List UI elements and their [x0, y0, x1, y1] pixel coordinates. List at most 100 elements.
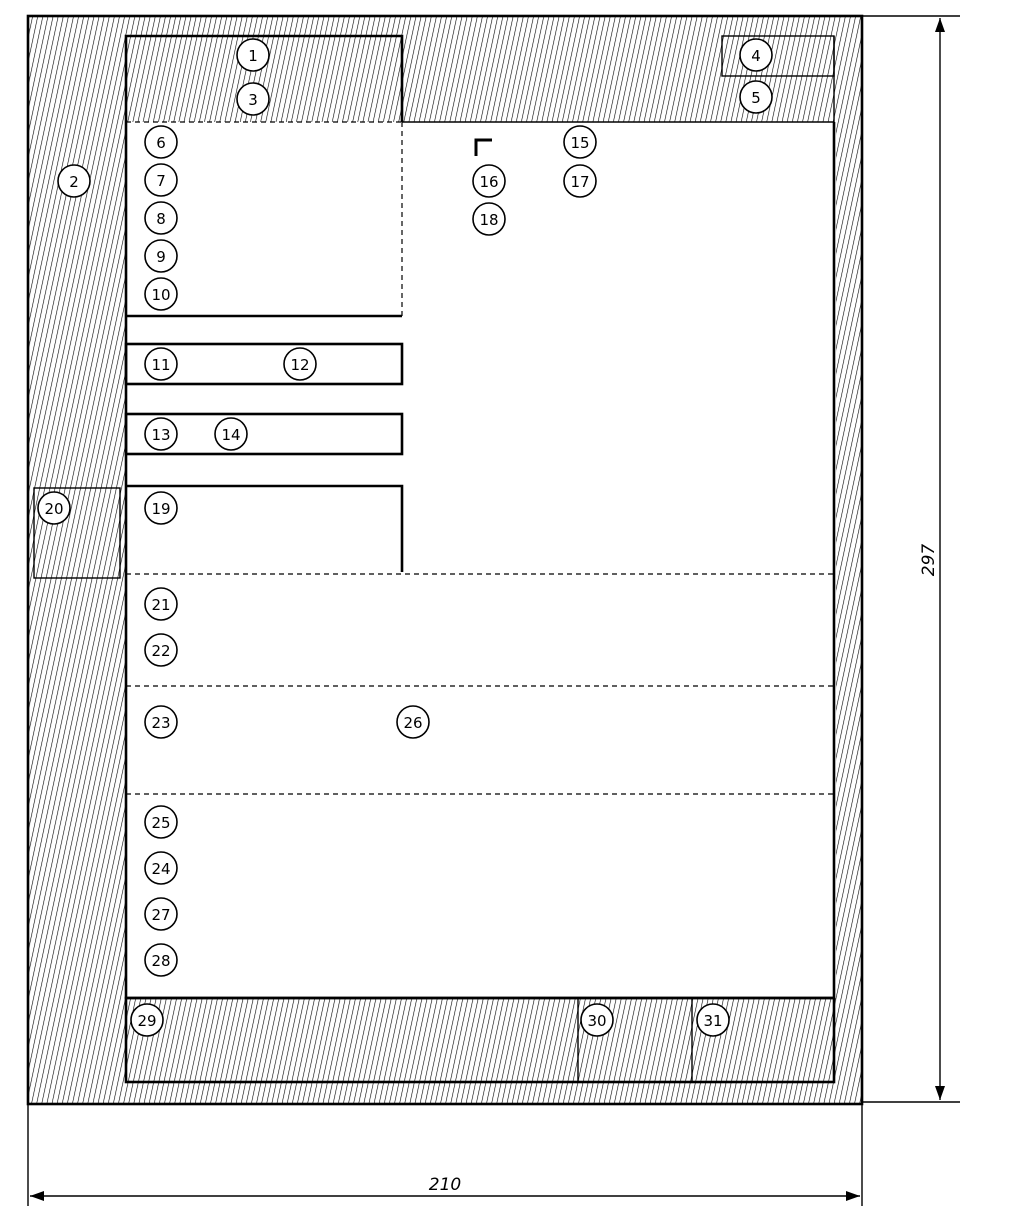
- marker-label: 19: [151, 500, 170, 518]
- marker-label: 11: [151, 356, 170, 374]
- marker-circle: [144, 347, 178, 381]
- marker-30: 30: [580, 1003, 614, 1037]
- marker-label: 17: [570, 173, 589, 191]
- marker-7: 7: [144, 163, 178, 197]
- footer-outline: [124, 996, 836, 1084]
- marker-circle: [130, 1003, 164, 1037]
- marker-circle: [144, 277, 178, 311]
- marker-18: 18: [472, 202, 506, 236]
- marker-circle: [563, 164, 597, 198]
- marker-circle: [144, 943, 178, 977]
- field-13-14: [124, 412, 404, 456]
- marker-25: 25: [144, 805, 178, 839]
- marker-5: 5: [739, 80, 773, 114]
- marker-circle: [739, 80, 773, 114]
- marker-circle: [144, 633, 178, 667]
- marker-circle: [144, 851, 178, 885]
- marker-label: 7: [156, 172, 166, 190]
- marker-circle: [144, 417, 178, 451]
- marker-circle: [739, 38, 773, 72]
- marker-2: 2: [57, 164, 91, 198]
- marker-14: 14: [214, 417, 248, 451]
- marker-circle: [144, 163, 178, 197]
- marker-circle: [37, 491, 71, 525]
- sheet-outline: [26, 14, 864, 1106]
- marker-label: 29: [137, 1012, 156, 1030]
- marker-label: 22: [151, 642, 170, 660]
- marker-31: 31: [696, 1003, 730, 1037]
- marker-circle: [236, 38, 270, 72]
- marker-8: 8: [144, 201, 178, 235]
- marker-circle: [144, 587, 178, 621]
- marker-10: 10: [144, 277, 178, 311]
- width-label: 210: [429, 1175, 461, 1195]
- marker-label: 16: [479, 173, 498, 191]
- field-20: [33, 487, 121, 579]
- field-11-12: [124, 342, 404, 386]
- corner-mark: [474, 138, 492, 156]
- marker-label: 13: [151, 426, 170, 444]
- marker-label: 10: [151, 286, 170, 304]
- marker-label: 21: [151, 596, 170, 614]
- zone-1-3-outline: [124, 34, 404, 122]
- marker-label: 20: [44, 500, 63, 518]
- marker-circle: [563, 125, 597, 159]
- marker-label: 12: [290, 356, 309, 374]
- marker-circle: [144, 805, 178, 839]
- marker-circle: [57, 164, 91, 198]
- marker-label: 30: [587, 1012, 606, 1030]
- marker-circle: [144, 897, 178, 931]
- marker-circle: [144, 125, 178, 159]
- marker-20: 20: [37, 491, 71, 525]
- marker-4: 4: [739, 38, 773, 72]
- height-dimension: 297: [862, 15, 960, 1103]
- marker-label: 5: [751, 89, 761, 107]
- marker-label: 14: [221, 426, 240, 444]
- marker-16: 16: [472, 164, 506, 198]
- marker-label: 28: [151, 952, 170, 970]
- marker-label: 23: [151, 714, 170, 732]
- marker-12: 12: [283, 347, 317, 381]
- marker-label: 8: [156, 210, 166, 228]
- marker-circle: [580, 1003, 614, 1037]
- marker-label: 3: [248, 91, 258, 109]
- marker-28: 28: [144, 943, 178, 977]
- field-19: [126, 484, 404, 572]
- marker-label: 1: [248, 47, 258, 65]
- marker-circle: [144, 201, 178, 235]
- marker-26: 26: [396, 705, 430, 739]
- marker-label: 31: [703, 1012, 722, 1030]
- marker-circle: [144, 491, 178, 525]
- marker-21: 21: [144, 587, 178, 621]
- marker-29: 29: [130, 1003, 164, 1037]
- marker-13: 13: [144, 417, 178, 451]
- marker-6: 6: [144, 125, 178, 159]
- marker-24: 24: [144, 851, 178, 885]
- marker-17: 17: [563, 164, 597, 198]
- marker-label: 24: [151, 860, 170, 878]
- marker-15: 15: [563, 125, 597, 159]
- marker-circle: [696, 1003, 730, 1037]
- marker-label: 26: [403, 714, 422, 732]
- marker-label: 9: [156, 248, 166, 266]
- marker-circle: [472, 202, 506, 236]
- marker-22: 22: [144, 633, 178, 667]
- marker-circle: [144, 239, 178, 273]
- marker-label: 27: [151, 906, 170, 924]
- marker-label: 2: [69, 173, 79, 191]
- marker-3: 3: [236, 82, 270, 116]
- marker-label: 25: [151, 814, 170, 832]
- marker-circle: [214, 417, 248, 451]
- marker-label: 6: [156, 134, 166, 152]
- width-dimension: 210: [27, 1104, 863, 1206]
- marker-circle: [236, 82, 270, 116]
- marker-label: 4: [751, 47, 761, 65]
- marker-23: 23: [144, 705, 178, 739]
- marker-19: 19: [144, 491, 178, 525]
- marker-label: 15: [570, 134, 589, 152]
- marker-circle: [283, 347, 317, 381]
- height-label: 297: [919, 544, 939, 577]
- marker-circle: [144, 705, 178, 739]
- marker-11: 11: [144, 347, 178, 381]
